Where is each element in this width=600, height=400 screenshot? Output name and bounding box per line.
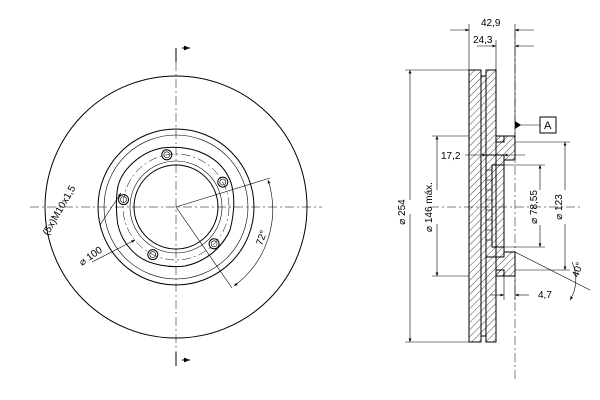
hat-depth-label: 24,3: [473, 35, 493, 46]
friction-diameter-label: ⌀ 146 máx.: [424, 182, 435, 232]
angle-arc: [233, 179, 273, 287]
bolt-circle-leader: [91, 239, 136, 263]
bolt-hole-thread: [219, 178, 227, 186]
hub-ribs: [486, 169, 492, 241]
bolt-spec-leader: [99, 192, 122, 226]
hub-outline: [115, 146, 235, 268]
hat-section: [495, 135, 516, 277]
datum-box: [539, 116, 557, 134]
bolt-hole-thread: [120, 196, 127, 203]
bolt-hole-thread: [163, 151, 171, 159]
center-bore-label: ⌀ 78,55: [529, 190, 540, 224]
bolt-hole: [118, 194, 129, 206]
section-view: 42,9 24,3 ⌀ 254 ⌀ 146 máx. 17,2 ⌀ 78,55: [397, 18, 591, 380]
bolt-hole: [147, 249, 159, 261]
hub-pilot: [491, 164, 505, 248]
overall-width-label: 42,9: [481, 18, 501, 29]
datum-label: A: [544, 120, 552, 132]
bolt-hole-thread: [210, 240, 218, 248]
chamfer-angle-label: 40°: [570, 261, 586, 279]
chamfer-depth-label: 4,7: [538, 290, 552, 301]
angle-ref-chamfer: [514, 251, 591, 291]
hub-height-label: 17,2: [441, 151, 461, 162]
bolt-hole: [208, 238, 220, 250]
bolt-hole: [217, 176, 229, 188]
chamfer-angle-arc: [569, 261, 577, 301]
front-view: 72° (5x)M10x1,5 ⌀ 100: [30, 45, 322, 366]
bolt-angle-label: 72°: [254, 229, 270, 247]
bolt-hole-thread: [149, 251, 157, 258]
outer-diameter-label: ⌀ 254: [397, 199, 408, 225]
datum-triangle: [515, 121, 521, 129]
bolt-spec-label: (5x)M10x1,5: [41, 183, 79, 237]
hat-diameter-label: ⌀ 123: [554, 194, 565, 220]
bolt-hole: [161, 149, 173, 161]
bolt-circle-label: ⌀ 100: [77, 245, 105, 269]
angle-ref-line-2: [175, 206, 233, 289]
bolt-holes: [118, 149, 229, 261]
